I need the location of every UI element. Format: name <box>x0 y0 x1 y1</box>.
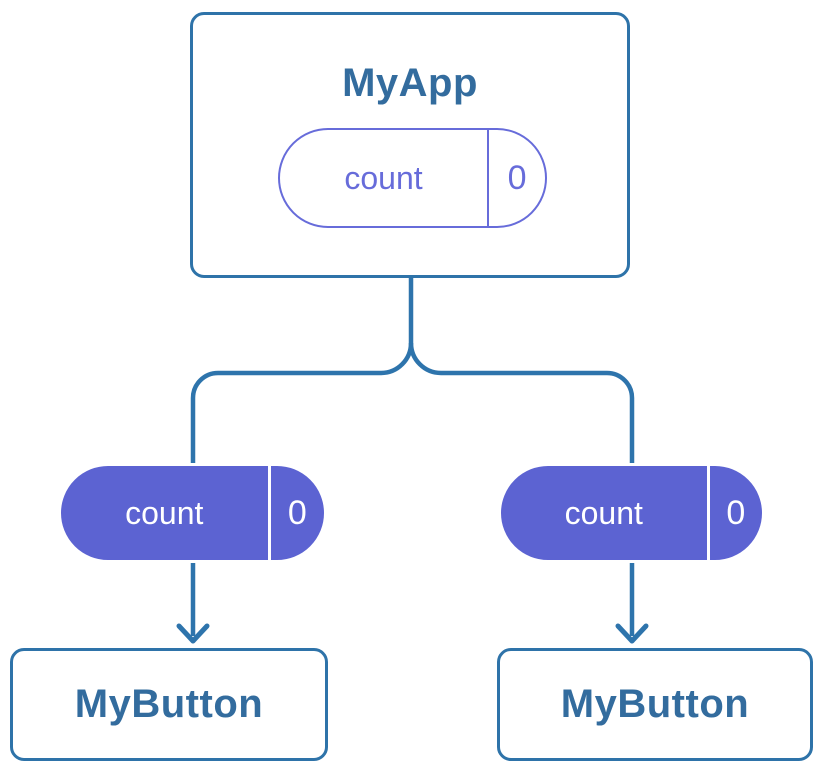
arrowhead-right-icon <box>615 623 649 644</box>
component-title: MyButton <box>74 682 264 726</box>
component-node-myapp: MyApp count 0 <box>190 12 630 278</box>
connector-branch-right <box>408 342 635 636</box>
prop-pill-name: count <box>501 466 710 560</box>
component-title: MyButton <box>560 682 750 726</box>
component-node-mybutton-right: MyButton <box>497 648 813 761</box>
arrowhead-left-icon <box>176 623 210 644</box>
state-pill-myapp: count 0 <box>278 128 547 228</box>
state-pill-name: count <box>280 130 490 226</box>
prop-pill-name: count <box>61 466 271 560</box>
component-node-mybutton-left: MyButton <box>10 648 328 761</box>
state-pill-value: 0 <box>507 158 527 197</box>
prop-pill-left: count 0 <box>58 463 327 563</box>
prop-pill-value: 0 <box>287 493 307 532</box>
component-title: MyApp <box>342 61 478 105</box>
connector-branch-left <box>190 277 414 636</box>
prop-pill-right: count 0 <box>498 463 765 563</box>
prop-pill-value: 0 <box>726 493 746 532</box>
